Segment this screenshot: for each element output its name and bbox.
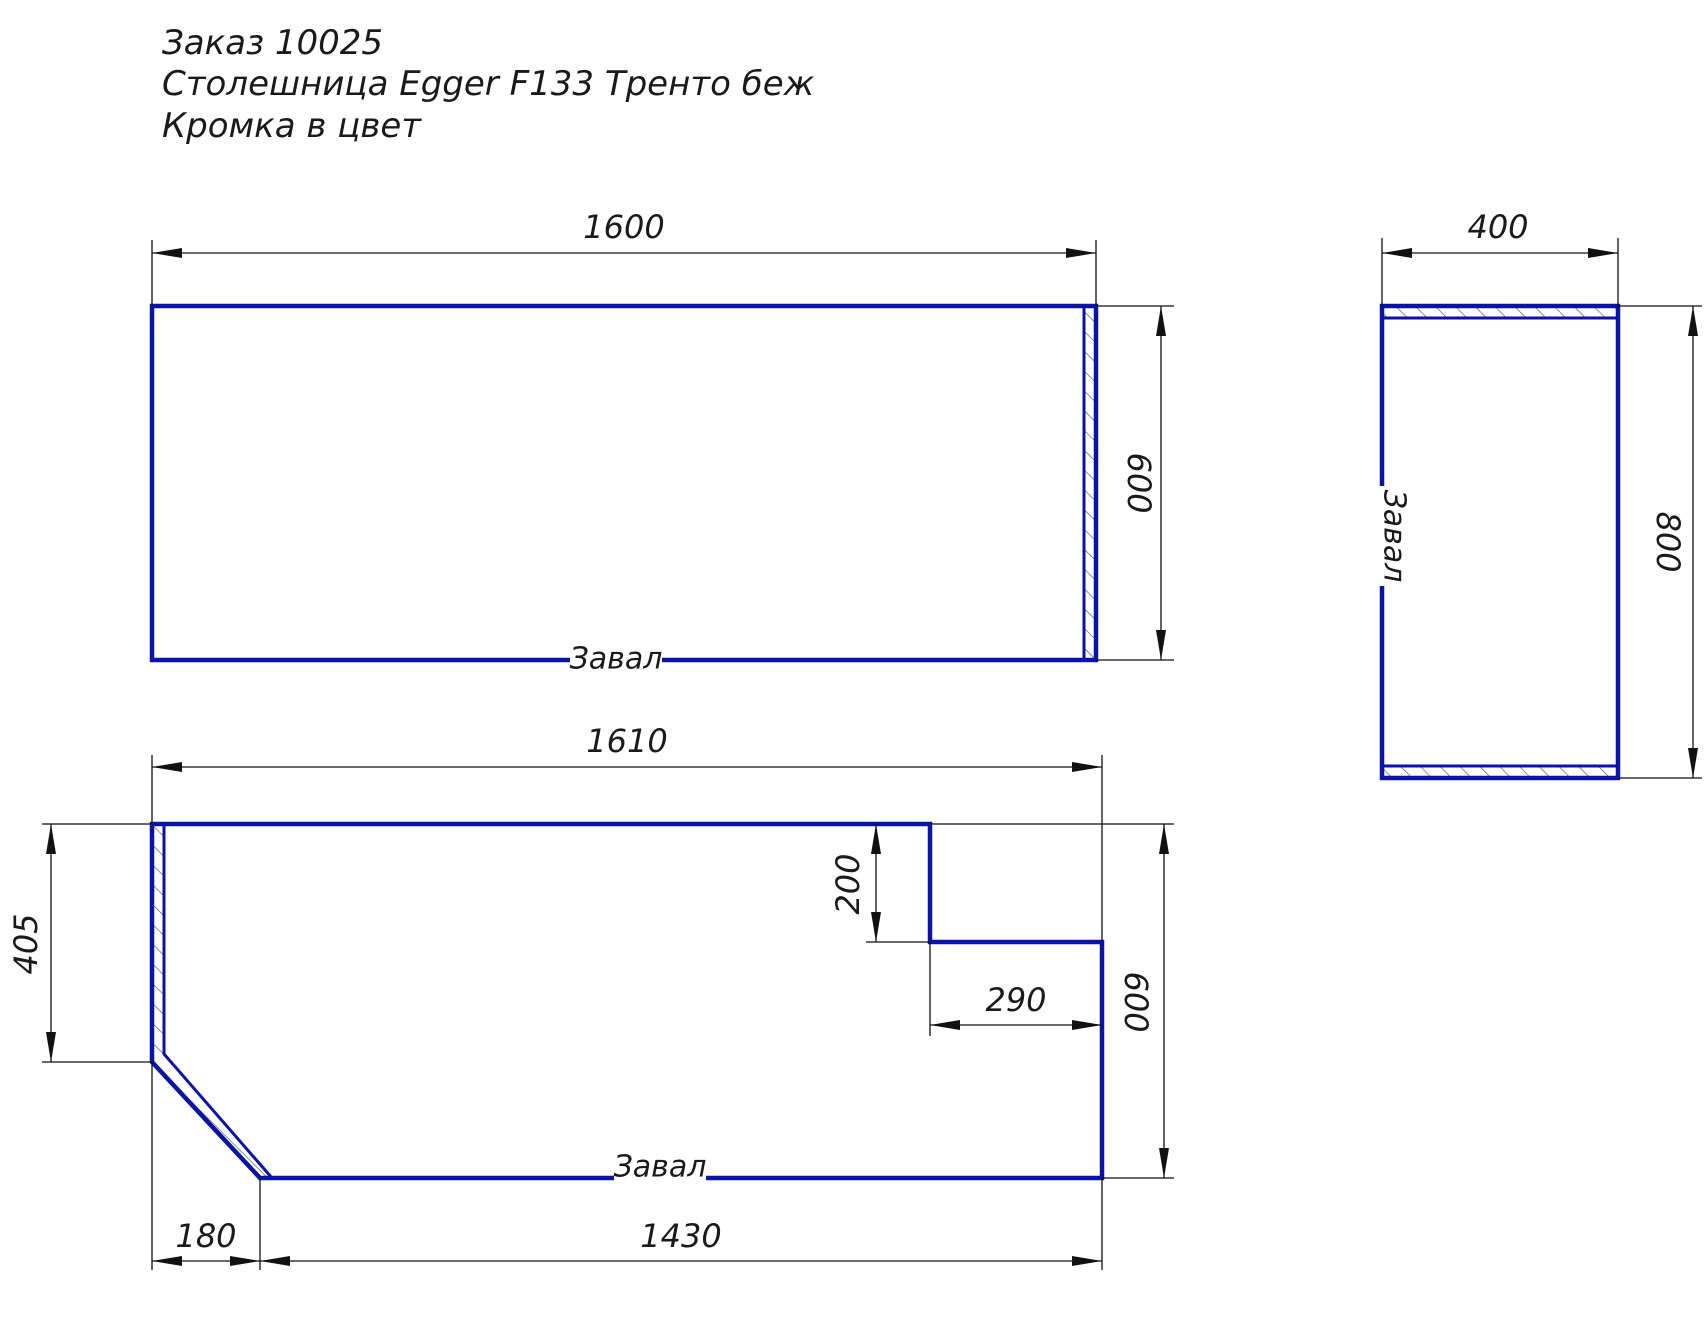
edge-band-bottom-hatch	[1382, 766, 1618, 778]
dim-label-200: 200	[829, 853, 867, 914]
dimension-width: 400	[1381, 208, 1619, 306]
order-header: Заказ 10025 Столешница Egger F133 Тренто…	[162, 23, 815, 146]
edge-label-zaval: Завал	[614, 1150, 707, 1185]
edge-label-zaval: Завал	[1377, 490, 1412, 583]
part-outline	[149, 821, 1105, 1181]
dimension-height: 600	[1096, 305, 1174, 661]
part-top-left: Завал 1600 600	[149, 208, 1174, 677]
dim-label-1610: 1610	[586, 722, 667, 760]
dim-label-1430: 1430	[640, 1217, 721, 1255]
part-bottom-left: Завал 1610 600 405	[7, 722, 1174, 1270]
edge-band-top-hatch	[1382, 306, 1618, 318]
dimension-height: 600	[930, 823, 1174, 1179]
dim-label-400: 400	[1467, 208, 1528, 246]
dim-label-405: 405	[7, 913, 45, 974]
edge-band-hatch	[152, 824, 272, 1178]
edge-band-line	[162, 824, 274, 1179]
dim-label-1600: 1600	[583, 208, 664, 246]
dim-label-180: 180	[175, 1217, 236, 1255]
material-spec: Столешница Egger F133 Тренто беж	[162, 64, 815, 104]
dimension-height: 800	[1618, 305, 1702, 779]
dimension-left-height: 405	[7, 823, 152, 1063]
edge-spec: Кромка в цвет	[162, 106, 422, 146]
dimension-width: 1600	[151, 208, 1097, 306]
dim-label-600: 600	[1120, 452, 1158, 513]
part-outline	[1379, 303, 1621, 781]
dimension-bottom: 180 1430	[151, 1062, 1103, 1270]
dim-label-800: 800	[1649, 511, 1687, 572]
dimension-width: 1610	[151, 722, 1103, 942]
part-right: Завал 400 800	[1377, 208, 1702, 781]
dimension-notch-depth: 200	[829, 824, 930, 943]
part-outline	[149, 303, 1099, 663]
edge-band-hatch	[1084, 306, 1096, 660]
edge-label-zaval: Завал	[570, 642, 663, 677]
order-number: Заказ 10025	[162, 23, 383, 63]
dim-label-600: 600	[1117, 971, 1155, 1032]
dimension-notch-width: 290	[929, 942, 1102, 1036]
dim-label-290: 290	[985, 981, 1046, 1019]
